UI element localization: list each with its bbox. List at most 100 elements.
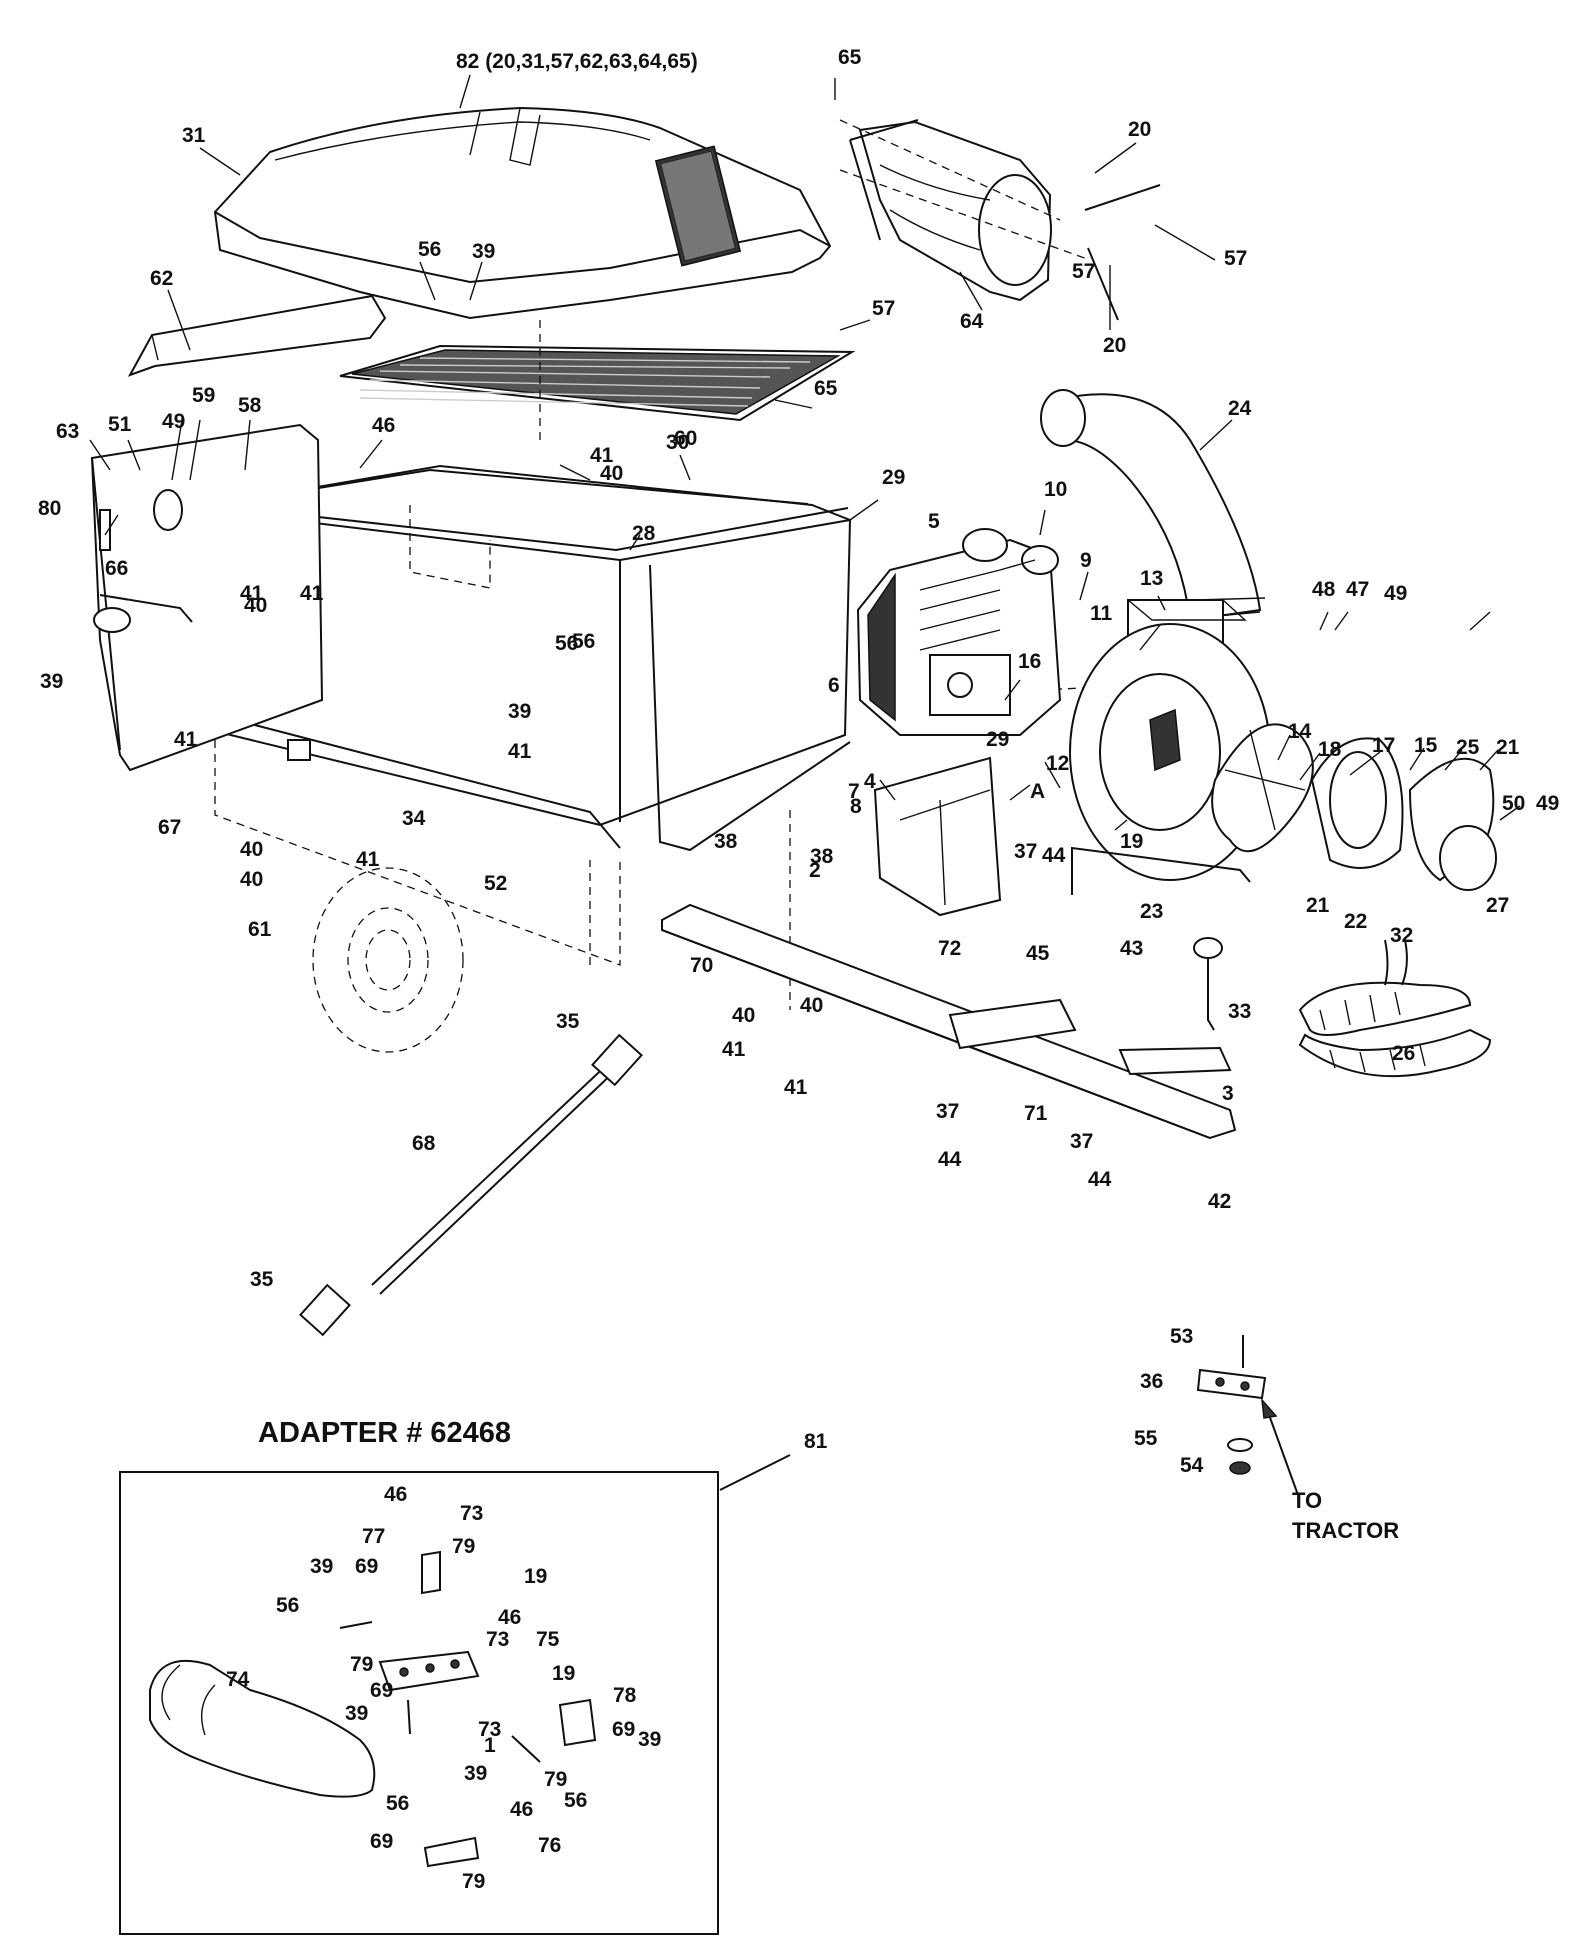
callout-label: 60 <box>674 427 697 450</box>
callout-label: 13 <box>1140 567 1163 590</box>
callout-label: 11 <box>1090 602 1113 625</box>
callout-label: 79 <box>350 1653 373 1676</box>
callout-label: 72 <box>938 937 961 960</box>
adapter-parts <box>149 1550 597 1868</box>
callout-label: 37 <box>1070 1130 1093 1153</box>
callout-label: 57 <box>1224 247 1247 270</box>
callout-label: 40 <box>240 868 263 891</box>
callout-label: 52 <box>484 872 507 895</box>
callout-label: 69 <box>370 1830 393 1853</box>
callout-label: 53 <box>1170 1325 1193 1348</box>
callout-label: 41 <box>356 848 380 871</box>
callout-label: 40 <box>240 838 263 861</box>
callout-label: 36 <box>1140 1370 1163 1393</box>
callout-label: 21 <box>1306 894 1330 917</box>
callout-label: 4 <box>864 770 876 793</box>
callout-label: 31 <box>182 124 206 147</box>
callout-label: 15 <box>1414 734 1438 757</box>
callout-label: 54 <box>1180 1454 1204 1477</box>
callout-label: 14 <box>1288 720 1312 743</box>
callout-label: 21 <box>1496 736 1520 759</box>
deflector-64 <box>849 119 1161 321</box>
callout-label: 79 <box>462 1870 485 1893</box>
callout-label: 35 <box>556 1010 580 1033</box>
wheel <box>312 867 464 1053</box>
callout-label: 73 <box>460 1502 483 1525</box>
callout-label: 9 <box>1080 549 1092 572</box>
callout-label: 56 <box>276 1594 299 1617</box>
callout-label: 58 <box>238 394 262 417</box>
callout-label: 59 <box>192 384 215 407</box>
callout-label: 47 <box>1346 578 1369 601</box>
callout-label: 46 <box>498 1606 521 1629</box>
callout-label: 29 <box>882 466 905 489</box>
callout-label: 27 <box>1486 894 1509 917</box>
callout-label: 40 <box>244 594 267 617</box>
callout-label: 38 <box>714 830 738 853</box>
callout-label: 66 <box>105 557 128 580</box>
callout-label: 70 <box>690 954 713 977</box>
callout-label: 49 <box>1384 582 1407 605</box>
callout-label: 39 <box>638 1728 661 1751</box>
callout-label: 57 <box>872 297 895 320</box>
callout-label: 34 <box>402 807 426 830</box>
callout-label: 69 <box>612 1718 635 1741</box>
callout-label: 32 <box>1390 924 1413 947</box>
callout-label: 7 <box>848 780 860 803</box>
support-rod-23 <box>1071 846 1251 895</box>
callout-label: 45 <box>1026 942 1050 965</box>
callout-label: 18 <box>1318 738 1342 761</box>
callout-label: 16 <box>1018 650 1041 673</box>
callout-label: 5 <box>928 510 940 533</box>
callout-label: 8 <box>850 795 862 818</box>
callout-label: 10 <box>1044 478 1067 501</box>
callout-label: 30 <box>666 431 689 454</box>
callout-label: 49 <box>1536 792 1559 815</box>
callout-label: 65 <box>814 377 838 400</box>
leader-lines <box>89 74 1521 831</box>
callout-label: 57 <box>1072 260 1095 283</box>
callout-label: 37 <box>1014 840 1037 863</box>
callout-label: 44 <box>938 1148 962 1171</box>
callout-label: 37 <box>936 1100 959 1123</box>
callout-label: 74 <box>226 1668 250 1691</box>
callout-label: 38 <box>810 845 834 868</box>
callout-label: 19 <box>524 1565 547 1588</box>
to-tractor-line-2: TRACTOR <box>1292 1518 1399 1543</box>
callout-label: 22 <box>1344 910 1367 933</box>
callout-label: 3 <box>1222 1082 1234 1105</box>
callout-label: 1 <box>484 1734 496 1757</box>
callout-label: 82 (20,31,57,62,63,64,65) <box>456 50 698 73</box>
callout-label: 43 <box>1120 937 1143 960</box>
callout-label: 71 <box>1024 1102 1048 1125</box>
hopper-lid <box>213 106 832 320</box>
callout-label: 56 <box>572 630 595 653</box>
callout-label: 67 <box>158 816 181 839</box>
screen-63 <box>339 344 856 422</box>
callout-label: 64 <box>960 310 984 333</box>
callout-label: 80 <box>38 497 61 520</box>
hoses <box>1298 939 1492 1078</box>
callout-label: 56 <box>555 632 578 655</box>
hopper-box <box>206 464 852 852</box>
callout-label: 65 <box>838 46 862 69</box>
callout-label: 76 <box>538 1834 561 1857</box>
callout-label: 41 <box>240 582 264 605</box>
callout-label: 19 <box>552 1662 575 1685</box>
callout-label: 40 <box>800 994 823 1017</box>
engine-bracket <box>873 756 1002 917</box>
callout-label: 19 <box>1120 830 1143 853</box>
frame-rails <box>661 903 1237 1140</box>
callout-label: 79 <box>452 1535 475 1558</box>
callout-label: 40 <box>732 1004 755 1027</box>
callout-label: 63 <box>56 420 79 443</box>
callout-label: 25 <box>1456 736 1480 759</box>
callout-label: 75 <box>536 1628 560 1651</box>
callout-label: 39 <box>40 670 63 693</box>
callout-label: 35 <box>250 1268 274 1291</box>
callout-label: 68 <box>412 1132 436 1155</box>
callout-label: 42 <box>1208 1190 1231 1213</box>
side-panel <box>90 423 324 772</box>
